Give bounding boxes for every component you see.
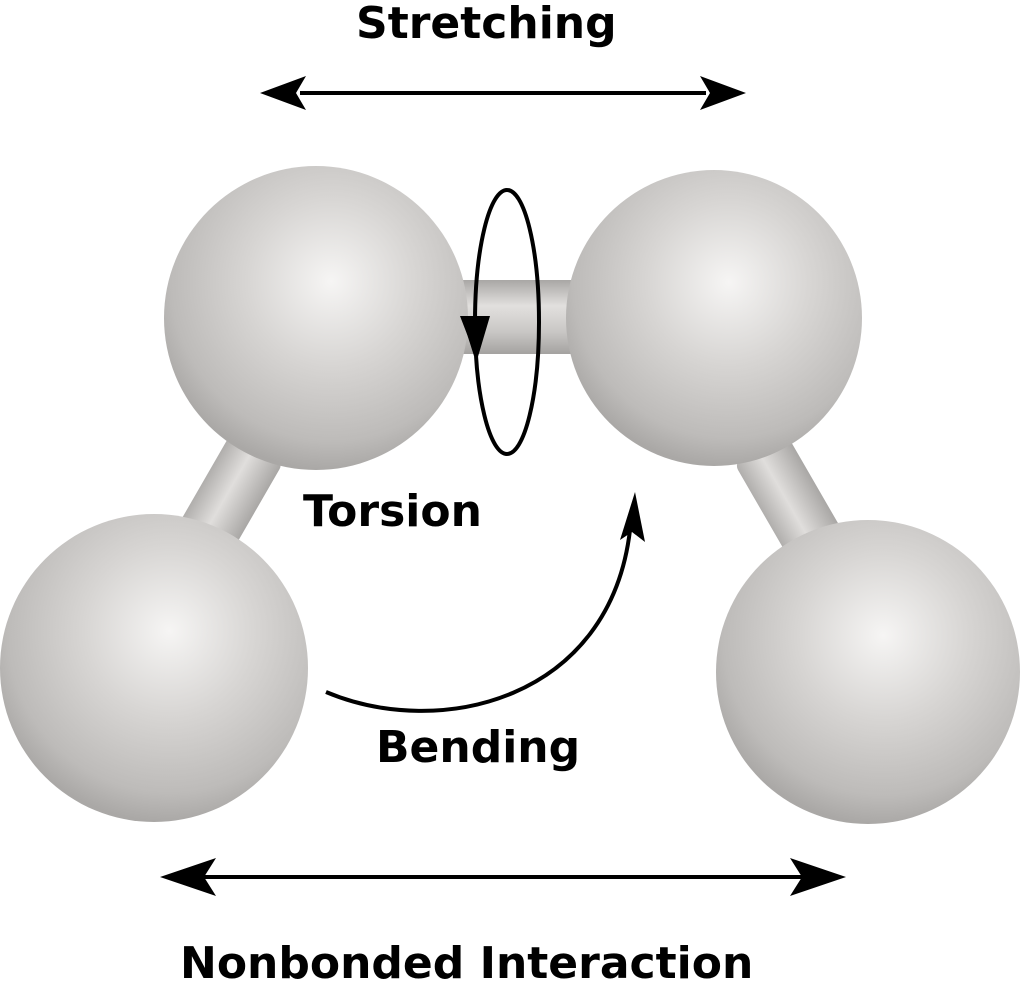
atom-bottom-right	[716, 520, 1020, 824]
atom-bottom-left	[0, 514, 308, 822]
torsion-loop	[460, 188, 541, 456]
atom-top-right	[566, 170, 862, 466]
stretching-label: Stretching	[356, 0, 617, 49]
stretching-arrow	[260, 76, 746, 110]
atoms	[0, 166, 1020, 824]
bending-label: Bending	[376, 722, 581, 773]
nonbonded-arrow	[160, 858, 846, 896]
atom-top-left	[164, 166, 468, 470]
bending-arrow	[325, 492, 645, 713]
nonbonded-interaction-label: Nonbonded Interaction	[180, 938, 754, 989]
torsion-label: Torsion	[303, 486, 482, 537]
